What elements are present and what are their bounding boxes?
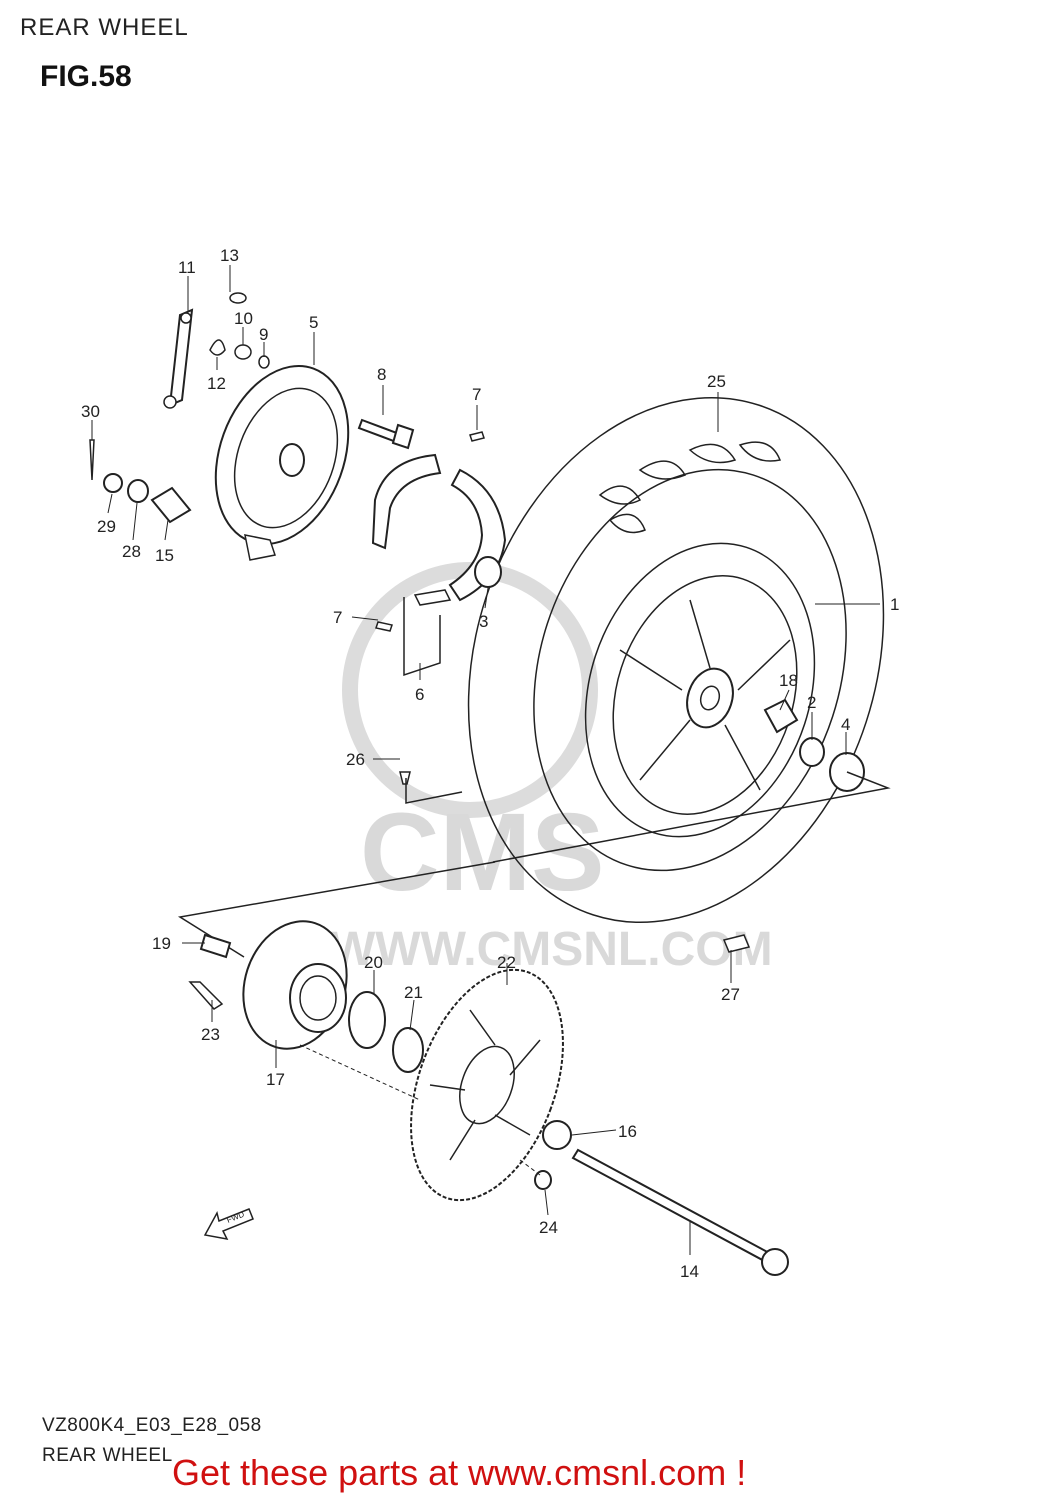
sprocket-drum <box>242 920 348 1050</box>
washer-28 <box>127 479 149 503</box>
callout-8: 8 <box>377 365 386 384</box>
spacer-15 <box>150 486 192 524</box>
spring-7b <box>375 621 393 632</box>
callout-7b: 7 <box>333 608 342 627</box>
valve-26 <box>399 771 411 785</box>
callout-28: 28 <box>122 542 141 561</box>
seal-21 <box>392 1027 424 1073</box>
callout-18: 18 <box>779 671 798 690</box>
brake-cam <box>357 418 415 450</box>
footer-model-code: VZ800K4_E03_E28_058 <box>42 1415 262 1436</box>
callout-7a: 7 <box>472 385 481 404</box>
callout-3: 3 <box>479 612 488 631</box>
rear-tire <box>467 396 885 924</box>
bearing-3 <box>474 556 502 588</box>
callout-12: 12 <box>207 374 226 393</box>
spacer-18 <box>763 698 799 734</box>
rear-axle <box>571 1148 789 1276</box>
bolt-13 <box>229 292 247 304</box>
callout-13: 13 <box>220 246 239 265</box>
watermark-logo: CMS <box>360 791 604 914</box>
oring-9 <box>258 355 270 369</box>
bearing-20 <box>348 991 386 1049</box>
callout-21: 21 <box>404 983 423 1002</box>
callout-29: 29 <box>97 517 116 536</box>
callout-20: 20 <box>364 953 383 972</box>
figure-number: FIG.58 <box>40 60 132 93</box>
bolt-23 <box>188 981 224 1010</box>
callout-27: 27 <box>721 985 740 1004</box>
section-title: REAR WHEEL <box>20 14 189 41</box>
callout-10: 10 <box>234 309 253 328</box>
watermark-site: WWW.CMSNL.COM <box>330 923 773 976</box>
spacer-2 <box>799 737 825 767</box>
washer-10 <box>234 344 252 360</box>
callout-11: 11 <box>178 258 196 277</box>
callout-5: 5 <box>309 313 318 332</box>
callout-30: 30 <box>81 402 100 421</box>
callout-26: 26 <box>346 750 365 769</box>
callout-1: 1 <box>890 595 899 614</box>
callout-6: 6 <box>415 685 424 704</box>
rear-sprocket <box>410 968 564 1202</box>
callout-15: 15 <box>155 546 174 565</box>
brake-panel <box>214 364 350 561</box>
nut-29 <box>103 473 123 493</box>
callout-22: 22 <box>497 953 516 972</box>
fwd-arrow-icon: FWD <box>203 1208 254 1241</box>
callout-19: 19 <box>152 934 171 953</box>
cotter-pin-30 <box>89 439 95 481</box>
nut-24 <box>534 1170 552 1190</box>
callout-24: 24 <box>539 1218 558 1237</box>
brake-cam-lever <box>163 308 194 409</box>
cap-27 <box>722 934 751 953</box>
callout-23: 23 <box>201 1025 220 1044</box>
callout-leaders <box>91 265 880 1255</box>
watermark: CMS WWW.CMSNL.COM <box>330 562 773 976</box>
spring-7a <box>469 431 485 442</box>
callout-17: 17 <box>266 1070 285 1089</box>
nut-19 <box>199 933 232 959</box>
spacer-16 <box>542 1120 572 1150</box>
callout-16: 16 <box>618 1122 637 1141</box>
callout-4: 4 <box>841 715 850 734</box>
callout-9: 9 <box>259 325 268 344</box>
promo-link[interactable]: Get these parts at www.cmsnl.com ! <box>172 1452 747 1493</box>
spring-12 <box>209 339 226 356</box>
callout-25: 25 <box>707 372 726 391</box>
callout-14: 14 <box>680 1262 699 1281</box>
footer-section-name: REAR WHEEL <box>42 1445 173 1466</box>
callout-numbers: 1 2 3 4 5 6 7 7 8 9 10 11 12 13 14 15 16… <box>81 246 899 1281</box>
callout-2: 2 <box>807 693 816 712</box>
